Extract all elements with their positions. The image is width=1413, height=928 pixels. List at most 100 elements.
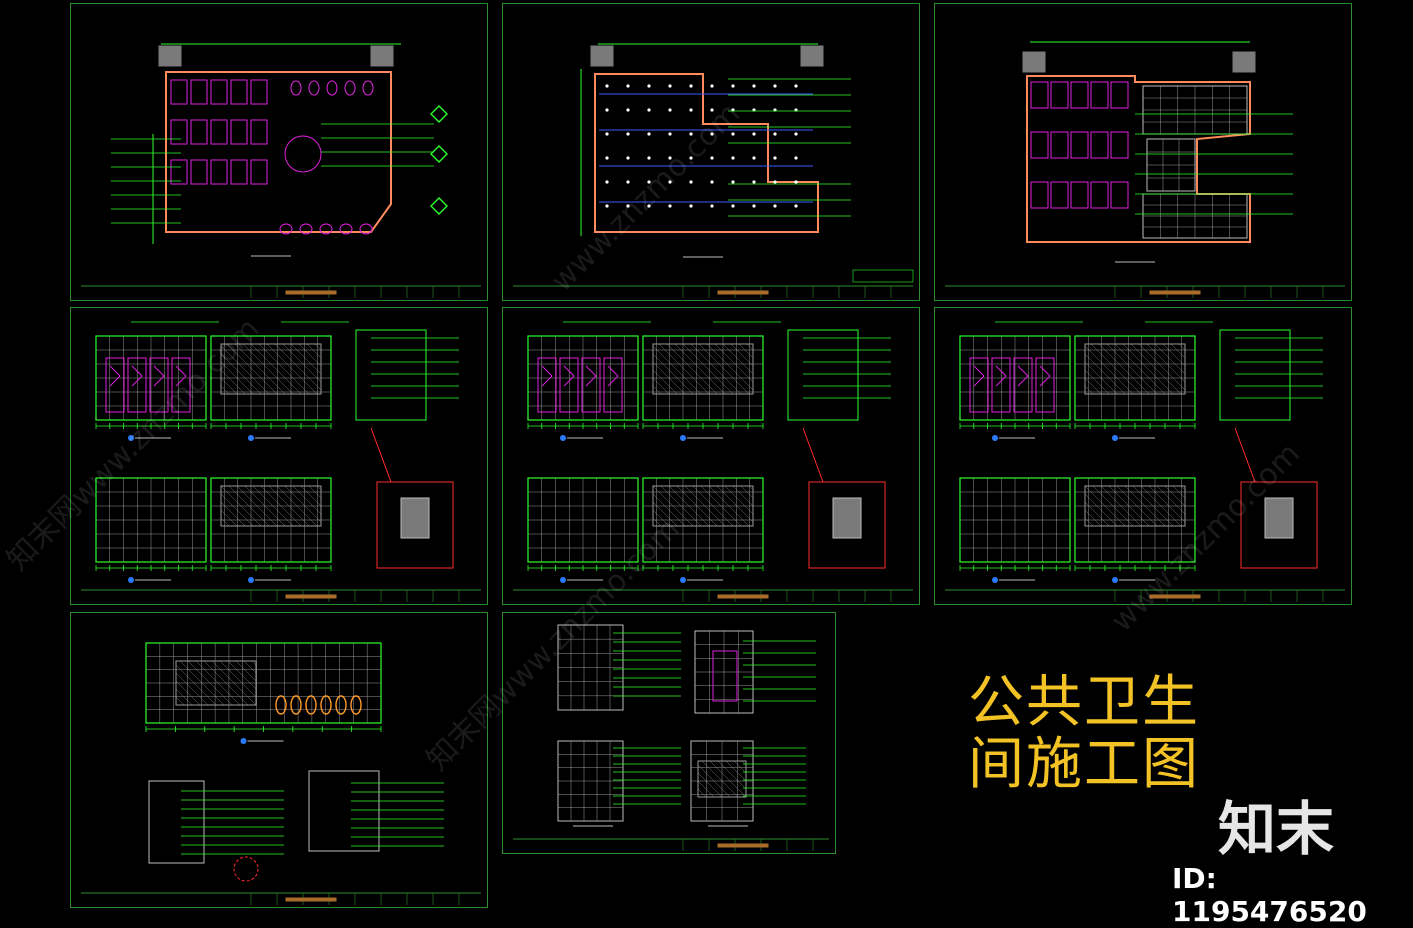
hatch-line <box>1164 485 1186 507</box>
hatch-line <box>1084 509 1102 527</box>
downlight <box>710 156 714 160</box>
toilet-stall <box>170 159 188 185</box>
urinal <box>305 695 317 715</box>
downlight <box>773 204 777 208</box>
door-swing <box>109 375 121 387</box>
detail-bubble <box>233 856 259 882</box>
hatch-line <box>732 485 754 507</box>
downlight <box>689 180 693 184</box>
section-marker <box>430 197 448 215</box>
hatch-line <box>1156 485 1186 515</box>
hatch-line <box>220 369 246 395</box>
door-swing <box>563 375 575 387</box>
hatch-line <box>203 660 249 706</box>
brand-logo: 知末 <box>1218 795 1335 863</box>
hatch-line <box>684 485 726 527</box>
hatch-line <box>220 509 238 527</box>
hatch-line <box>1084 369 1110 395</box>
downlight <box>689 204 693 208</box>
downlight <box>710 132 714 136</box>
toilet-stall <box>210 79 228 105</box>
downlight <box>626 180 630 184</box>
hatch-line <box>220 501 246 527</box>
hatch-line <box>746 343 754 351</box>
detail-callout <box>1240 481 1318 569</box>
door-swing <box>563 365 575 377</box>
downlight <box>605 84 609 88</box>
hatch-line <box>251 660 257 666</box>
hatch-line <box>709 760 747 798</box>
hatch-line <box>220 353 262 395</box>
urinal <box>290 695 302 715</box>
downlight <box>689 132 693 136</box>
downlight <box>731 132 735 136</box>
hatch-line <box>652 345 702 395</box>
door-swing <box>175 375 187 387</box>
title-block-bar <box>1149 290 1201 295</box>
door-swing <box>995 365 1007 377</box>
downlight <box>626 204 630 208</box>
hatch-line <box>701 760 739 798</box>
downlight <box>647 84 651 88</box>
toilet-stall <box>170 79 188 105</box>
downlight <box>731 180 735 184</box>
detail-callout <box>376 481 454 569</box>
detail-callout <box>808 481 886 569</box>
elevation-outline <box>1074 335 1196 421</box>
toilet-stall <box>210 119 228 145</box>
tile-outline <box>1026 75 1251 243</box>
downlight <box>773 156 777 160</box>
door-swing <box>131 375 143 387</box>
hatch-line <box>1116 485 1158 527</box>
door-swing <box>1039 365 1051 377</box>
elevation-marker <box>248 435 254 441</box>
hatch-line <box>266 343 318 395</box>
hatch-line <box>741 760 747 766</box>
downlight <box>626 156 630 160</box>
hatch-line <box>1130 343 1182 395</box>
downlight <box>668 180 672 184</box>
downlight <box>773 84 777 88</box>
elevation-outline <box>527 477 639 563</box>
door-swing <box>585 375 597 387</box>
sheet-floor-tile-plan <box>934 3 1352 301</box>
toilet-stall <box>1030 181 1049 209</box>
hatch-line <box>227 660 257 690</box>
elevation-outline <box>145 642 382 724</box>
hatch-line <box>1172 485 1186 499</box>
urinal <box>320 695 332 715</box>
hatch-line <box>658 343 710 395</box>
elevation-marker <box>560 577 566 583</box>
downlight <box>647 132 651 136</box>
hatch-line <box>276 485 318 527</box>
elevation-marker <box>680 435 686 441</box>
wash-basin <box>299 223 313 235</box>
hatch-line <box>738 343 754 359</box>
elevations-a-drawing <box>81 321 481 602</box>
elevation-marker <box>248 577 254 583</box>
callout-leader <box>370 427 392 483</box>
glass-panel <box>652 343 754 395</box>
hatch-line <box>1084 385 1094 395</box>
stall-door <box>581 357 601 413</box>
toilet-stall <box>1050 131 1069 159</box>
hatch-line <box>1084 501 1110 527</box>
downlight <box>710 108 714 112</box>
section-marker <box>430 145 448 163</box>
title-block-bar <box>285 290 337 295</box>
round-table <box>284 135 322 173</box>
wash-basin <box>319 223 333 235</box>
hatch-line <box>733 760 747 774</box>
door-swing <box>585 365 597 377</box>
downlight <box>752 204 756 208</box>
hatch-line <box>652 493 686 527</box>
hatch-line <box>300 485 322 507</box>
side-section <box>148 780 205 864</box>
door-swing <box>973 365 985 377</box>
downlight <box>605 108 609 112</box>
toilet-stall <box>190 119 208 145</box>
hatch-line <box>1146 343 1186 383</box>
elevation-marker <box>680 577 686 583</box>
hatch-line <box>717 760 747 790</box>
hatch-line <box>220 493 254 527</box>
